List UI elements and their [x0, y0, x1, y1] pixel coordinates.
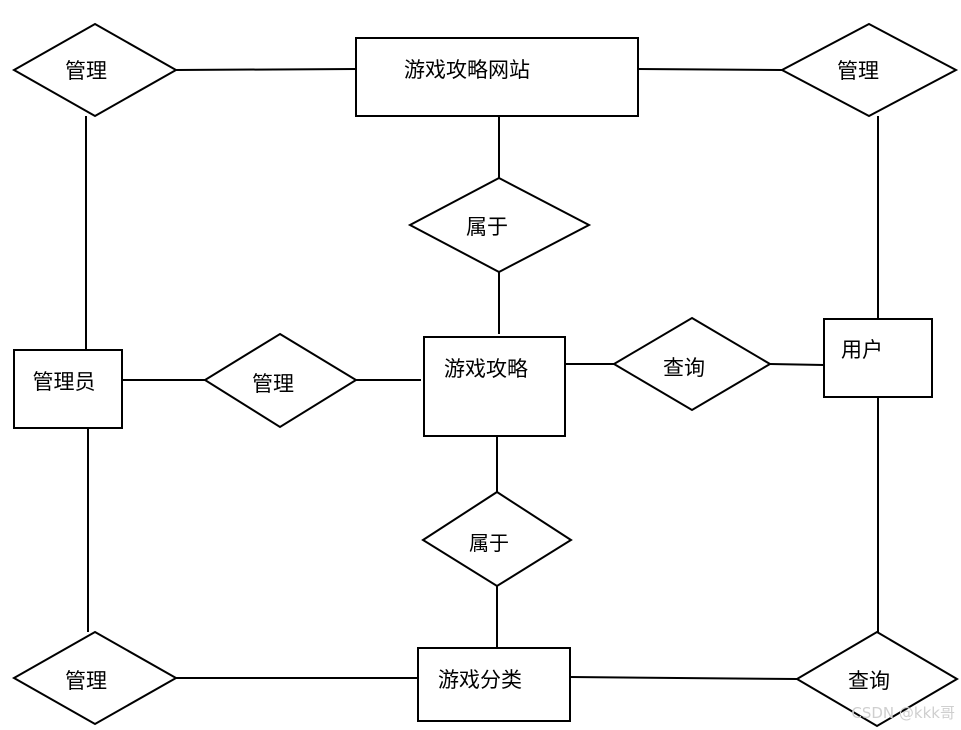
- connector-website-to-manage-top-right: [637, 68, 783, 71]
- relationship-manage-bottom-left: 管理: [11, 630, 179, 726]
- entity-label: 管理员: [33, 370, 96, 394]
- entity-game-guide-website: 游戏攻略网站: [355, 37, 639, 117]
- relationship-label: 管理: [252, 372, 294, 396]
- entity-game-category: 游戏分类: [417, 647, 571, 722]
- connector-query-middle-to-user: [769, 363, 825, 366]
- relationship-label: 查询: [663, 356, 705, 380]
- relationship-label: 查询: [848, 669, 890, 693]
- connector-lines: [85, 68, 879, 680]
- entity-label: 游戏攻略网站: [404, 58, 530, 82]
- relationship-manage-top-left: 管理: [11, 22, 179, 118]
- relationship-label: 管理: [65, 669, 107, 693]
- watermark: CSDN @kkk哥: [851, 704, 955, 722]
- entity-game-guide: 游戏攻略: [423, 336, 566, 437]
- relationship-label: 管理: [837, 59, 879, 83]
- entity-label: 游戏分类: [438, 668, 522, 692]
- connector-category-to-query-bottom-right: [569, 676, 798, 680]
- relationship-manage-middle: 管理: [203, 332, 358, 429]
- relationship-label: 属于: [466, 215, 508, 239]
- relationship-label: 属于: [469, 531, 509, 555]
- relationship-label: 管理: [65, 59, 107, 83]
- connector-manage-top-left-to-website: [175, 68, 357, 71]
- relationship-belongs-bottom: 属于: [421, 490, 573, 588]
- entity-label: 用户: [841, 338, 883, 362]
- entity-label: 游戏攻略: [444, 357, 528, 381]
- relationship-manage-top-right: 管理: [779, 22, 959, 118]
- entity-admin: 管理员: [13, 349, 123, 429]
- relationship-belongs-top: 属于: [407, 176, 592, 274]
- entity-user: 用户: [823, 318, 933, 398]
- relationship-query-bottom-right: 查询: [795, 630, 959, 728]
- relationship-query-middle: 查询: [612, 316, 772, 412]
